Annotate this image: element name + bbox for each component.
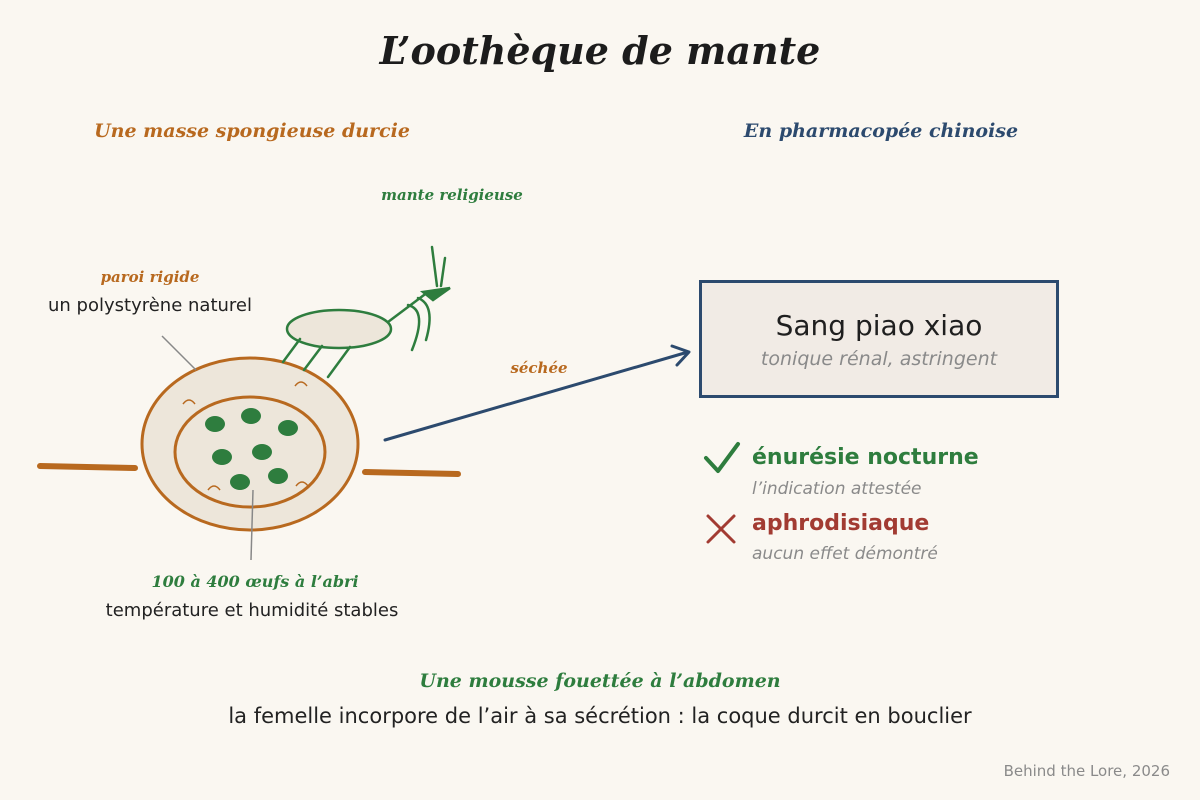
indication-invalid-label: aphrodisiaque (752, 511, 930, 536)
wall-leader-line (161, 335, 197, 371)
arrow-label: séchée (510, 359, 568, 377)
mantis-thorax (386, 290, 430, 324)
mantis-foreleg (416, 296, 431, 342)
indication-valid-label: énurésie nocturne (752, 445, 979, 470)
mantis-antenna (439, 256, 447, 288)
left-panel-heading: Une masse spongieuse durcie (94, 120, 410, 142)
chamber-mark (207, 485, 221, 491)
mantis-abdomen (285, 308, 393, 350)
twig-right (362, 469, 461, 477)
dried-arrow (383, 350, 690, 442)
egg (278, 420, 298, 436)
egg (252, 444, 272, 460)
egg (212, 449, 232, 465)
mantis-head (419, 286, 451, 302)
remedy-subtitle: tonique rénal, astringent (760, 348, 998, 370)
mantis-leg (326, 345, 352, 379)
twig-left (37, 463, 138, 471)
egg (205, 416, 225, 432)
mantis (281, 245, 451, 379)
chamber-mark (295, 481, 309, 487)
eggs-leader-line (250, 489, 254, 561)
egg (241, 408, 261, 424)
chamber-mark (294, 381, 308, 387)
right-panel-heading: En pharmacopée chinoise (743, 120, 1019, 142)
footer-description: la femelle incorpore de l’air à sa sécré… (228, 704, 972, 728)
footer-title: Une mousse fouettée à l’abdomen (419, 670, 781, 692)
wall-description: un polystyrène naturel (48, 295, 252, 316)
indication-invalid-note: aucun effet démontré (752, 544, 938, 564)
eggs-description: température et humidité stables (105, 600, 399, 621)
egg (230, 474, 250, 490)
remedy-box: Sang piao xiao tonique rénal, astringent (699, 280, 1059, 398)
egg (268, 468, 288, 484)
credit-text: Behind the Lore, 2026 (1003, 762, 1170, 780)
dried-arrow-head (670, 344, 691, 367)
chamber-mark (182, 399, 196, 405)
eggs-label: 100 à 400 œufs à l’abri (151, 572, 359, 591)
mantis-antenna (430, 245, 439, 288)
page-title: L’oothèque de mante (379, 28, 821, 73)
mantis-leg (302, 344, 324, 372)
eggs (205, 408, 298, 490)
indication-valid-note: l’indication attestée (752, 479, 922, 499)
mantis-foreleg (406, 303, 421, 352)
remedy-name: Sang piao xiao (775, 309, 983, 342)
mantis-label: mante religieuse (381, 186, 523, 204)
cross-icon (706, 514, 736, 544)
mantis-leg (281, 337, 302, 364)
check-icon (704, 442, 740, 473)
wall-label: paroi rigide (100, 268, 200, 286)
